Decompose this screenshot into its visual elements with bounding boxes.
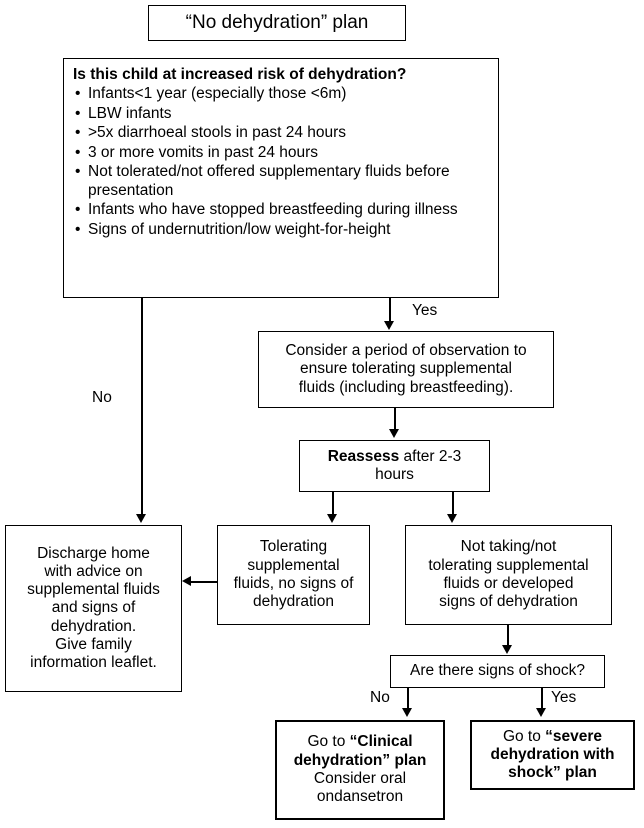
node-shock-question-label: Are there signs of shock? <box>410 662 585 680</box>
list-item: LBW infants <box>73 105 489 124</box>
node-risk-question-heading: Is this child at increased risk of dehyd… <box>73 66 407 83</box>
edge-shock-to-clinical <box>407 688 409 710</box>
node-observation-line2: ensure tolerating supplemental <box>300 360 512 378</box>
node-goto-severe-dehydration: Go to “severe dehydration with shock” pl… <box>470 720 635 790</box>
edge-label-risk-no: No <box>92 389 112 406</box>
arrowhead-shock-to-clinical <box>402 708 413 717</box>
list-item: Not tolerated/not offered supplementary … <box>73 163 489 201</box>
node-tolerating-line2: supplemental <box>247 556 340 574</box>
node-not-tolerating-line4: signs of dehydration <box>439 593 578 611</box>
edge-risk-to-discharge <box>141 298 143 516</box>
list-item: Signs of undernutrition/low weight-for-h… <box>73 221 489 240</box>
node-not-tolerating: Not taking/not tolerating supplemental f… <box>405 525 612 625</box>
node-goto-clinical-bold2: dehydration” plan <box>293 751 427 769</box>
list-item: >5x diarrhoeal stools in past 24 hours <box>73 124 489 143</box>
edge-label-shock-no: No <box>370 689 390 706</box>
node-not-tolerating-line2: tolerating supplemental <box>428 556 589 574</box>
arrowhead-not-tolerating-to-shock <box>502 645 513 654</box>
node-title-plan-label: “No dehydration” plan <box>185 11 369 33</box>
node-goto-severe-bold1: “severe <box>545 727 603 745</box>
node-tolerating-line4: dehydration <box>252 593 334 611</box>
risk-factor-list: Infants<1 year (especially those <6m) LB… <box>73 85 489 239</box>
arrowhead-risk-to-discharge <box>136 514 147 523</box>
arrowhead-shock-to-severe <box>536 708 547 717</box>
arrowhead-risk-to-observation <box>384 321 395 330</box>
edge-label-risk-yes: Yes <box>412 302 438 319</box>
node-discharge-line4: and signs of <box>51 599 136 617</box>
arrowhead-reassess-to-not-tolerating <box>447 514 458 523</box>
arrowhead-observation-to-reassess <box>389 429 400 438</box>
node-not-tolerating-line3: fluids or developed <box>443 575 574 592</box>
edge-label-shock-yes: Yes <box>551 689 577 706</box>
list-item: Infants who have stopped breastfeeding d… <box>73 201 489 220</box>
edge-risk-to-observation <box>389 298 391 323</box>
node-discharge-line1: Discharge home <box>37 544 150 562</box>
node-goto-severe-bold3: shock” plan <box>508 764 597 782</box>
edge-not-tolerating-to-shock <box>507 625 509 646</box>
node-goto-severe-prefix: Go to <box>502 727 546 745</box>
node-goto-clinical-prefix: Go to <box>307 733 350 751</box>
arrowhead-tolerating-to-discharge <box>182 576 191 587</box>
node-goto-clinical-dehydration: Go to “Clinical dehydration” plan Consid… <box>275 720 445 820</box>
node-reassess: Reassess after 2-3 hours <box>299 440 490 492</box>
arrowhead-reassess-to-tolerating <box>327 514 338 523</box>
node-tolerating-line1: Tolerating <box>259 538 328 556</box>
node-title-plan: “No dehydration” plan <box>148 5 406 41</box>
node-discharge-line2: with advice on <box>44 562 143 580</box>
edge-tolerating-to-discharge <box>191 581 218 583</box>
node-discharge: Discharge home with advice on supplement… <box>5 525 182 692</box>
node-reassess-rest: after 2-3 <box>399 447 462 465</box>
node-tolerating: Tolerating supplemental fluids, no signs… <box>217 525 370 625</box>
edge-observation-to-reassess <box>394 408 396 431</box>
node-shock-question: Are there signs of shock? <box>390 655 605 688</box>
node-observation: Consider a period of observation to ensu… <box>258 331 554 408</box>
edge-shock-to-severe <box>541 688 543 710</box>
node-discharge-line5: dehydration. <box>50 617 137 635</box>
node-observation-line1: Consider a period of observation to <box>285 342 527 360</box>
node-discharge-line7: information leaflet. <box>30 654 157 672</box>
node-observation-line3: fluids (including breastfeeding). <box>298 378 514 396</box>
node-goto-clinical-line4: ondansetron <box>316 788 404 806</box>
node-reassess-line2: hours <box>375 466 414 483</box>
node-goto-clinical-bold1: “Clinical <box>349 733 413 751</box>
edge-reassess-to-tolerating <box>332 492 334 516</box>
node-reassess-bold: Reassess <box>327 447 400 465</box>
node-goto-clinical-line3: Consider oral <box>313 770 407 787</box>
node-discharge-line3: supplemental fluids <box>27 581 160 599</box>
node-not-tolerating-line1: Not taking/not <box>460 538 557 556</box>
node-tolerating-line3: fluids, no signs of <box>233 575 354 592</box>
node-risk-question: Is this child at increased risk of dehyd… <box>63 58 499 298</box>
node-goto-severe-bold2: dehydration with <box>490 745 615 763</box>
edge-reassess-to-not-tolerating <box>452 492 454 516</box>
list-item: Infants<1 year (especially those <6m) <box>73 85 489 104</box>
list-item: 3 or more vomits in past 24 hours <box>73 144 489 163</box>
node-discharge-line6: Give family <box>55 635 132 653</box>
